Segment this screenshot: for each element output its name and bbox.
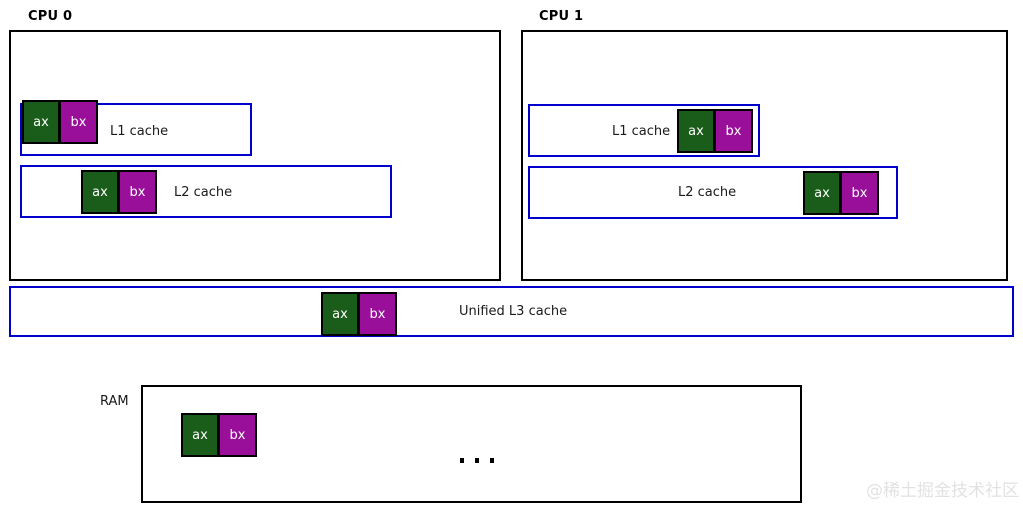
cpu0-l1-cache-label: L1 cache [110, 124, 169, 139]
register-bx: bx [715, 109, 753, 153]
register-ax: ax [803, 171, 841, 215]
register-bx: bx [219, 413, 257, 457]
cpu1-title: CPU 1 [539, 9, 584, 24]
ram-register-pair: ax bx [181, 413, 257, 457]
cpu1-l2-cache-label: L2 cache [678, 185, 737, 200]
register-bx: bx [841, 171, 879, 215]
register-bx: bx [119, 170, 157, 214]
ram-label: RAM [100, 394, 129, 409]
register-ax: ax [321, 292, 359, 336]
cpu1-l1-register-pair: ax bx [677, 109, 753, 153]
cpu1-l2-register-pair: ax bx [803, 171, 879, 215]
ram-ellipsis-icon [460, 458, 494, 463]
cpu1-l1-cache-label: L1 cache [612, 124, 671, 139]
cpu0-l2-cache-label: L2 cache [174, 185, 233, 200]
l3-register-pair: ax bx [321, 292, 397, 336]
register-bx: bx [359, 292, 397, 336]
l3-cache-box [9, 286, 1014, 337]
register-ax: ax [677, 109, 715, 153]
register-ax: ax [22, 100, 60, 144]
l3-cache-label: Unified L3 cache [459, 304, 568, 319]
watermark-text: @稀土掘金技术社区 [866, 481, 1019, 501]
cpu0-l1-register-pair: ax bx [22, 100, 98, 144]
cpu0-l2-register-pair: ax bx [81, 170, 157, 214]
register-ax: ax [181, 413, 219, 457]
register-ax: ax [81, 170, 119, 214]
register-bx: bx [60, 100, 98, 144]
cpu0-title: CPU 0 [28, 9, 73, 24]
